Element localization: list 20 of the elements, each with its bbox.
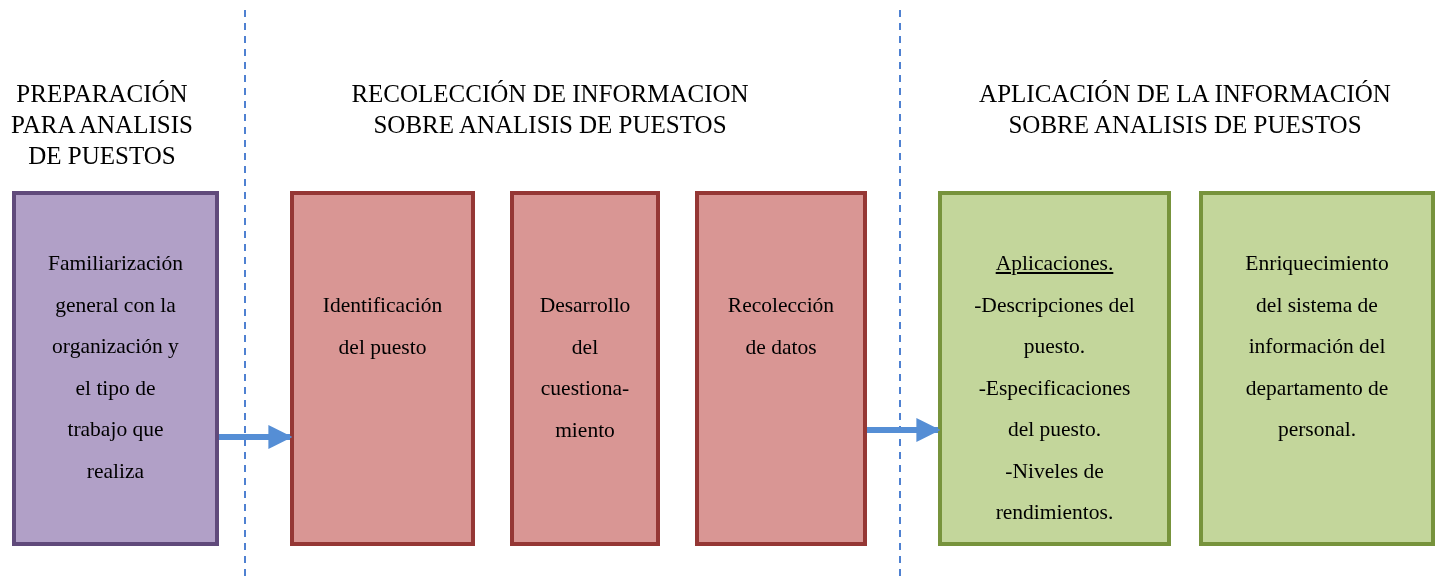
box-text: Enriquecimiento del sistema de información del departamento de personal. [1244, 250, 1390, 443]
process-box [1199, 191, 1435, 546]
box-text: -Niveles de rendimientos. [994, 457, 1115, 526]
process-box [290, 191, 475, 546]
section-heading: PREPARACIÓN PARA ANALISIS DE PUESTOS [10, 79, 194, 171]
box-text: Desarrollo del cuestiona- miento [538, 292, 632, 444]
box-text: Recolección de datos [726, 292, 836, 361]
box-heading: Aplicaciones. [995, 250, 1114, 277]
process-box [510, 191, 660, 546]
process-box [695, 191, 867, 546]
arrow [219, 425, 293, 449]
box-text: Identificación del puesto [321, 292, 444, 361]
box-text: Familiarización general con la organización y el tipo de trabajo que realiza [47, 250, 184, 485]
box-text: -Descripciones del puesto. [973, 291, 1136, 360]
box-text: -Especificaciones del puesto. [977, 374, 1132, 443]
arrow [867, 418, 941, 442]
process-box [12, 191, 219, 546]
section-heading: RECOLECCIÓN DE INFORMACION SOBRE ANALISIS DE PUESTOS [350, 79, 750, 140]
section-heading: APLICACIÓN DE LA INFORMACIÓN SOBRE ANALISIS DE PUESTOS [978, 79, 1392, 140]
process-box [938, 191, 1171, 546]
